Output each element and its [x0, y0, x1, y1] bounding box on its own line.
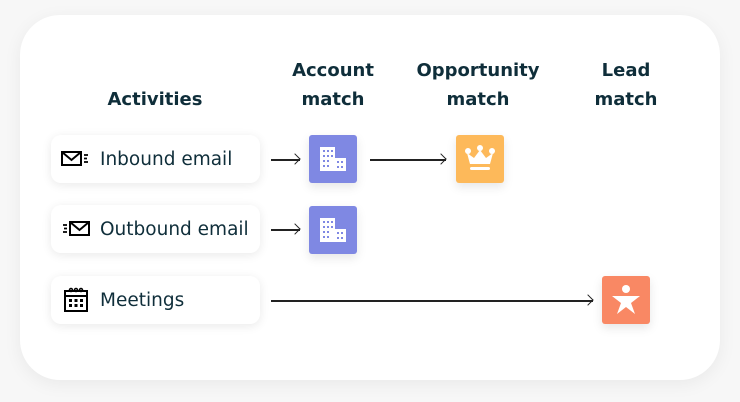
- arrow: [370, 159, 446, 161]
- outbound-email-icon: [61, 217, 91, 241]
- crown-icon: [465, 145, 495, 170]
- arrow: [271, 300, 593, 302]
- building-icon: [320, 147, 346, 171]
- header-text: match: [301, 89, 365, 110]
- arrow: [271, 229, 300, 231]
- lead-match-box: [602, 276, 650, 324]
- header-text: Activities: [107, 89, 203, 110]
- header-activities: Activities: [75, 85, 235, 114]
- header-text: Lead: [601, 60, 651, 81]
- account-match-box: [309, 206, 357, 254]
- header-text: match: [446, 89, 510, 110]
- calendar-icon: [61, 287, 91, 312]
- header-text: match: [594, 89, 658, 110]
- inbound-email-icon: [61, 147, 91, 171]
- header-opportunity-match: Opportunity match: [398, 56, 558, 114]
- header-text: Opportunity: [416, 60, 540, 81]
- person-star-icon: [612, 285, 640, 314]
- activity-meetings: Meetings: [51, 276, 260, 324]
- activity-label: Inbound email: [100, 148, 233, 170]
- header-lead-match: Lead match: [546, 56, 706, 114]
- opportunity-match-box: [456, 135, 504, 183]
- account-match-box: [309, 135, 357, 183]
- arrow: [271, 159, 300, 161]
- activity-label: Outbound email: [100, 218, 249, 240]
- activity-label: Meetings: [100, 289, 185, 311]
- activity-outbound-email: Outbound email: [51, 205, 260, 253]
- header-text: Account: [292, 60, 374, 81]
- activity-inbound-email: Inbound email: [51, 135, 260, 183]
- building-icon: [320, 218, 346, 242]
- header-account-match: Account match: [253, 56, 413, 114]
